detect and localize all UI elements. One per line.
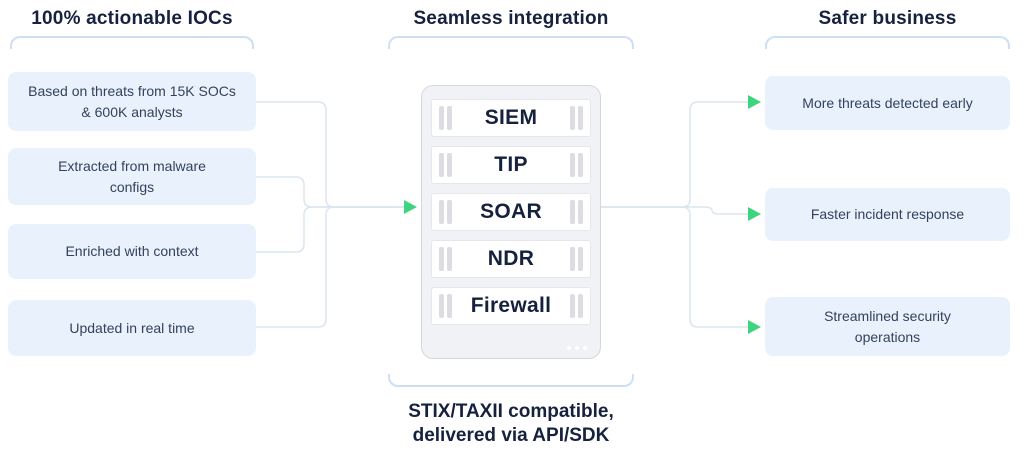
info-box-label: Enriched with context (65, 243, 199, 260)
info-box-sources: Based on threats from 15K SOCs & 600K an… (8, 72, 256, 131)
middle-heading-bracket (388, 36, 634, 49)
connector-left-1 (256, 101, 404, 208)
grip-bars-icon (439, 200, 452, 224)
middle-column-heading: Seamless integration (413, 8, 609, 29)
server-row-label: TIP (494, 153, 528, 176)
arrow-right-2-icon (748, 207, 761, 221)
server-row-firewall: Firewall (431, 287, 591, 325)
server-row-soar: SOAR (431, 193, 591, 231)
grip-bars-icon (439, 153, 452, 177)
right-heading-bracket (765, 36, 1010, 49)
info-box-real-time: Updated in real time (8, 300, 256, 356)
grip-bars-icon (570, 294, 583, 318)
left-heading-bracket (10, 36, 254, 49)
grip-bars-icon (570, 247, 583, 271)
benefit-box-label: Streamlined security operations (824, 308, 951, 345)
server-row-siem: SIEM (431, 99, 591, 137)
grip-bars-icon (439, 247, 452, 271)
connector-left-2 (256, 176, 404, 208)
arrow-group (404, 95, 761, 334)
benefit-box-early-detection: More threats detected early (765, 76, 1010, 130)
grip-bars-icon (439, 294, 452, 318)
arrow-right-1-icon (748, 95, 761, 109)
server-row-label: NDR (487, 247, 535, 270)
server-row-tip: TIP (431, 146, 591, 184)
connector-right-3 (601, 206, 748, 328)
right-connector-group (601, 101, 748, 328)
connector-right-2 (601, 206, 748, 215)
right-column-heading: Safer business (818, 8, 957, 29)
server-status-dots-icon (567, 346, 587, 350)
connector-right-1 (601, 101, 748, 208)
server-row-ndr: NDR (431, 240, 591, 278)
info-box-label: Extracted from malware configs (58, 158, 206, 195)
server-row-label: SOAR (480, 200, 542, 223)
caption-bracket (388, 374, 634, 387)
grip-bars-icon (439, 106, 452, 130)
integration-server-panel: SIEM TIP SOAR NDR Firewall (421, 85, 601, 359)
grip-bars-icon (570, 106, 583, 130)
grip-bars-icon (570, 200, 583, 224)
benefit-box-label: More threats detected early (802, 94, 973, 111)
info-box-label: Based on threats from 15K SOCs & 600K an… (28, 83, 236, 120)
arrow-into-server-icon (404, 200, 417, 214)
compatibility-caption: STIX/TAXII compatible, delivered via API… (408, 401, 614, 446)
left-column-heading: 100% actionable IOCs (31, 8, 233, 29)
info-box-label: Updated in real time (69, 319, 195, 336)
benefit-box-label: Faster incident response (810, 206, 965, 223)
left-connector-group (256, 101, 404, 328)
connector-left-4 (256, 206, 404, 328)
grip-bars-icon (570, 153, 583, 177)
arrow-right-3-icon (748, 320, 761, 334)
connector-left-3 (256, 206, 404, 253)
server-row-label: Firewall (470, 294, 552, 317)
benefit-box-streamlined-ops: Streamlined security operations (765, 297, 1010, 356)
info-box-malware-configs: Extracted from malware configs (8, 148, 256, 205)
info-box-context: Enriched with context (8, 224, 256, 279)
server-row-label: SIEM (484, 106, 538, 129)
benefit-box-incident-response: Faster incident response (765, 188, 1010, 241)
